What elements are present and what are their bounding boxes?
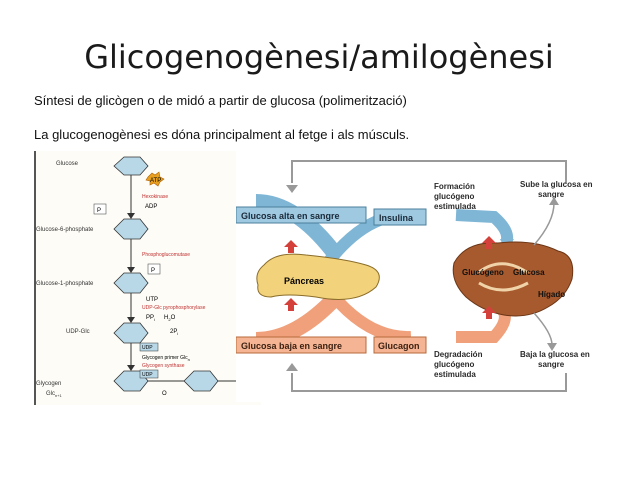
glucagon-box xyxy=(373,336,427,354)
rise-line-1: Sube la glucosa en xyxy=(520,180,593,189)
glycogen-to-glucose-cycle-arrow xyxy=(478,262,529,275)
subtitle-line-1: Síntesi de glicògen o de midó a partir d… xyxy=(34,93,407,108)
udp-glc-enzyme-label: UDP-Glc pyrophosphorylase xyxy=(142,305,206,311)
udp-box-1 xyxy=(139,342,159,352)
slide-title: Glicogenogènesi/amilogènesi xyxy=(84,38,554,76)
glucose-hexagon xyxy=(113,156,149,176)
phosphate-label-2: P xyxy=(151,268,155,274)
liver-to-rise-arrow xyxy=(533,202,555,246)
formation-line-3: estimulada xyxy=(434,202,476,211)
phosphoglucomutase-label: Phosphoglucomutase xyxy=(142,252,190,258)
pancreas-label: Páncreas xyxy=(284,276,324,286)
high-glucose-label: Glucosa alta en sangre xyxy=(241,211,340,221)
liver-shape xyxy=(452,241,574,317)
two-pi-label: 2Pi xyxy=(170,329,178,336)
liver-label: Hígado xyxy=(538,290,565,299)
up-arrow-icon-3 xyxy=(482,236,496,249)
glycogen-hexagon-2 xyxy=(183,370,219,392)
glycogen-label: Glycogen xyxy=(36,381,61,387)
liver-glucose-label: Glucosa xyxy=(513,268,545,277)
glucagon-label: Glucagon xyxy=(378,341,420,351)
high-glucose-box xyxy=(235,206,367,224)
insulin-box xyxy=(373,208,427,226)
g1p-label: Glucose-1-phosphate xyxy=(36,281,94,287)
atp-label: ATP xyxy=(150,178,161,184)
phosphate-box-2 xyxy=(147,263,161,275)
udp-label-1: UDP xyxy=(142,345,153,351)
ppi-label: PPi xyxy=(146,315,155,322)
liver-to-fall-arrow xyxy=(533,312,553,346)
udp-glc-label: UDP-Glc xyxy=(66,329,90,335)
formation-line-2: glucógeno xyxy=(434,192,475,201)
low-glucose-box xyxy=(235,336,367,354)
degradation-line-1: Degradación xyxy=(434,350,483,359)
degradation-line-3: estimulada xyxy=(434,370,476,379)
g6p-hexagon xyxy=(113,218,149,240)
primer-label: Glycogen primer Glcn xyxy=(142,355,190,362)
phosphate-label-1: P xyxy=(97,208,101,214)
adp-label: ADP xyxy=(145,204,157,210)
formation-line-1: Formación xyxy=(434,182,475,191)
rise-line-2: sangre xyxy=(538,190,565,199)
low-glucose-label: Glucosa baja en sangre xyxy=(241,341,342,351)
udp-label-2: UDP xyxy=(142,372,153,378)
udp-box-2 xyxy=(139,369,159,379)
up-arrow-icon-4 xyxy=(482,306,496,319)
glucose-regulation-figure: Glucosa alta en sangre Insulina Glucosa … xyxy=(235,147,609,402)
regulation-svg: Glucosa alta en sangre Insulina Glucosa … xyxy=(235,147,609,402)
up-arrow-icon-2 xyxy=(284,298,298,311)
hexokinase-label: Hexokinase xyxy=(142,194,168,200)
atp-star-icon xyxy=(145,171,165,187)
pathway-svg: ATP Hexokinase ADP P Glucose-6-phosphate… xyxy=(36,156,242,398)
up-arrow-icon-1 xyxy=(284,240,298,253)
glucose-label: Glucose xyxy=(56,161,79,167)
glucose-to-glycogen-cycle-arrow xyxy=(478,281,529,292)
fall-line-2: sangre xyxy=(538,360,565,369)
g1p-hexagon xyxy=(113,272,149,294)
synthase-label: Glycogen synthase xyxy=(142,363,185,369)
subtitle-line-2: La glucogenogènesi es dóna principalment… xyxy=(34,127,410,142)
insulin-label: Insulina xyxy=(379,213,414,223)
pancreas-shape xyxy=(256,253,380,300)
degradation-line-2: glucógeno xyxy=(434,360,475,369)
phosphate-box-1 xyxy=(93,203,107,215)
liver-glycogen-label: Glucógeno xyxy=(462,268,504,277)
udpglc-hexagon xyxy=(113,322,149,344)
g6p-label: Glucose-6-phosphate xyxy=(36,227,94,233)
glycosidic-o-label: O xyxy=(162,391,167,397)
glycogen-pathway-figure: ATP Hexokinase ADP P Glucose-6-phosphate… xyxy=(34,151,261,405)
fall-line-1: Baja la glucosa en xyxy=(520,350,590,359)
utp-label: UTP xyxy=(146,297,158,303)
glc-label: Glcn+1 xyxy=(46,391,63,398)
h2o-label: H2O xyxy=(164,315,176,322)
